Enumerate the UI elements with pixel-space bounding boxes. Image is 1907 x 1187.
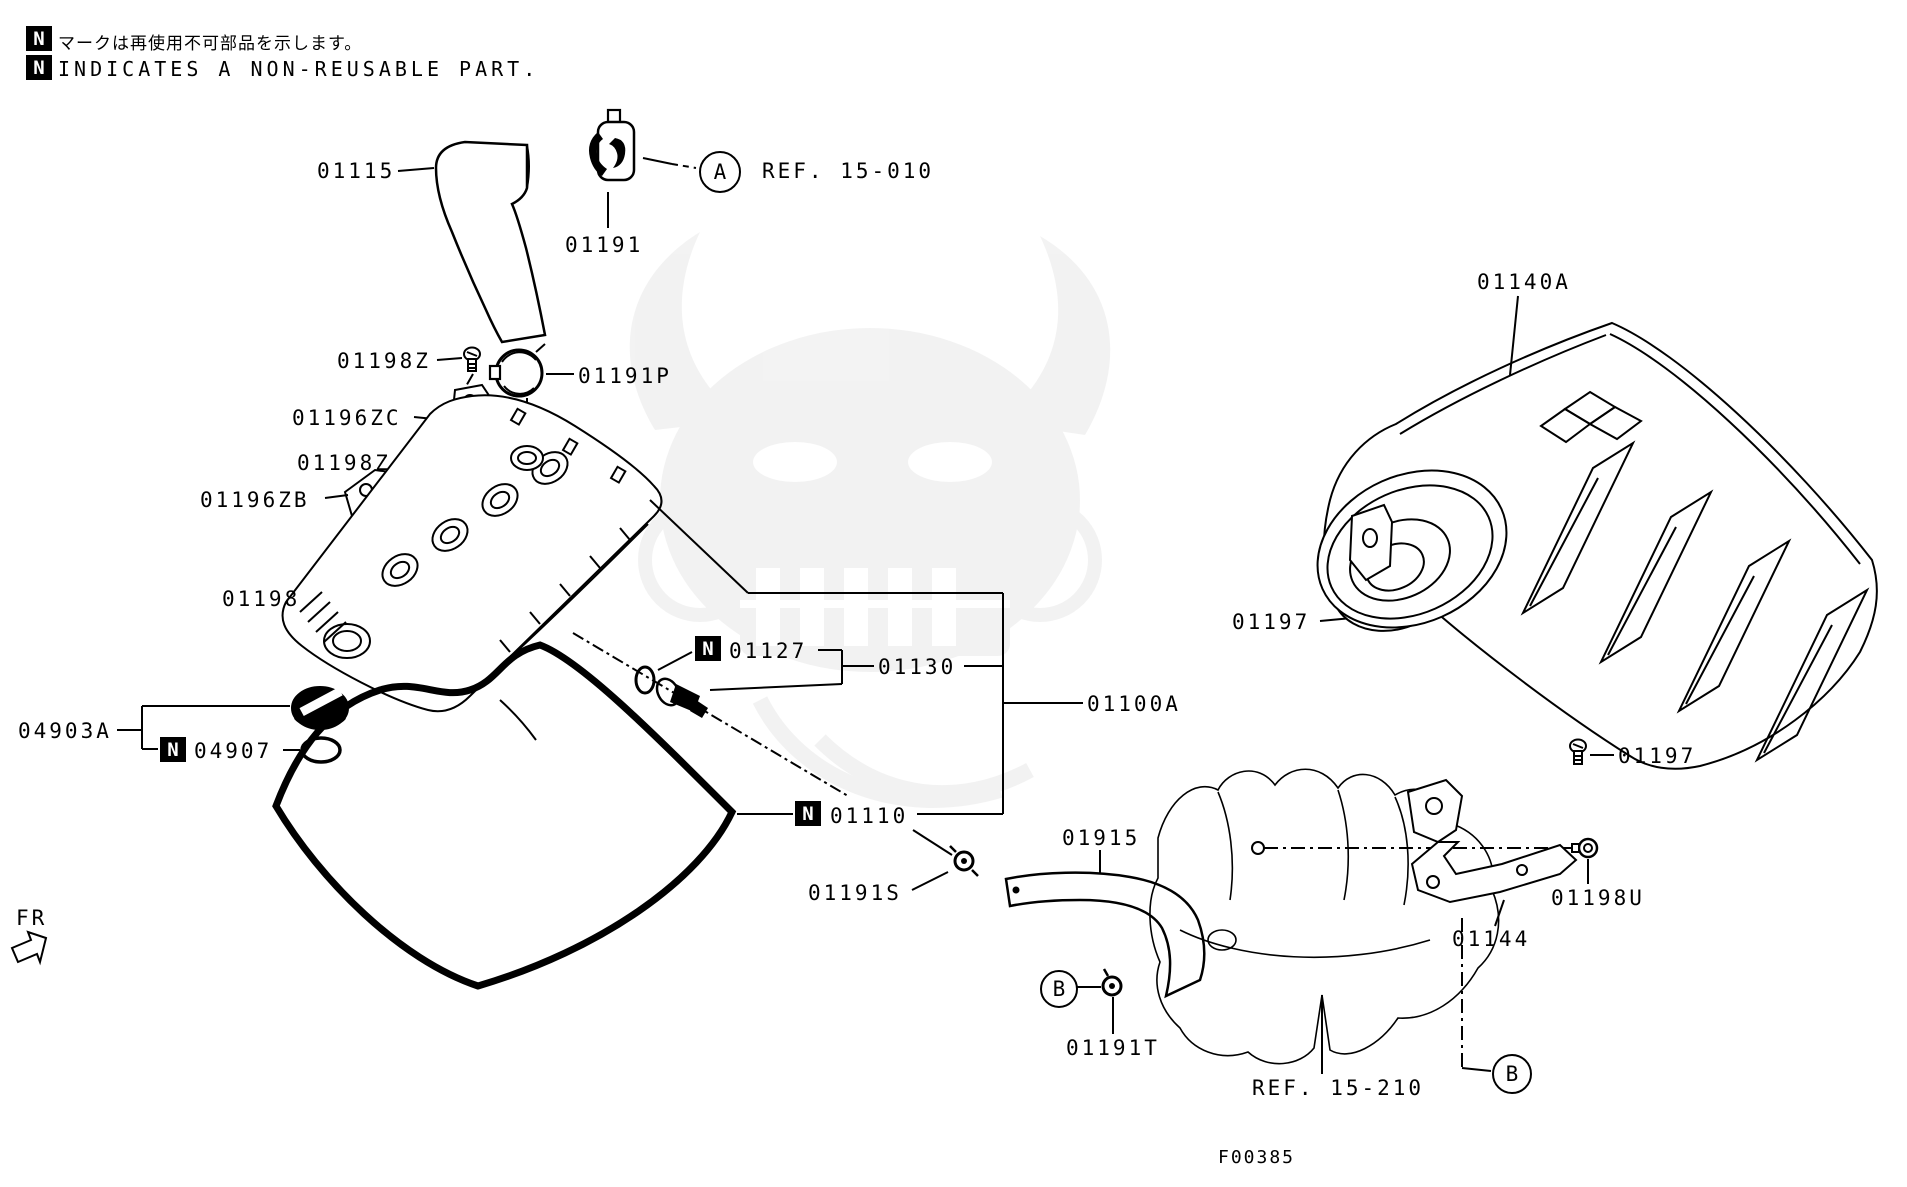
- part-label-01191S: 01191S: [808, 881, 902, 905]
- part-label-01198Z-mid: 01198Z: [297, 451, 391, 475]
- ref-a-badge: A: [699, 151, 741, 193]
- note-japanese: マークは再使用不可部品を示します。: [58, 34, 363, 54]
- part-label-01191P: 01191P: [578, 364, 672, 388]
- part-label-01115: 01115: [317, 159, 396, 183]
- ref-label-15-010: REF. 15-010: [762, 159, 935, 183]
- bolt-01197-right: [1569, 738, 1587, 765]
- part-label-01191: 01191: [565, 233, 644, 257]
- part-label-04903A: 04903A: [18, 719, 112, 743]
- ref-label-15-210: REF. 15-210: [1252, 1076, 1425, 1100]
- front-direction-arrow-icon: [10, 930, 48, 966]
- n-badge-01110: N: [795, 801, 821, 826]
- intake-manifold: [1149, 768, 1500, 1065]
- part-label-01100A: 01100A: [1087, 692, 1181, 716]
- ref-b-badge-right: B: [1492, 1054, 1532, 1094]
- hose-01115: [434, 140, 547, 344]
- clip-01191: [589, 108, 636, 182]
- part-label-01130: 01130: [878, 655, 957, 679]
- rocker-cover: [281, 394, 663, 713]
- clamp-01191P: [488, 343, 546, 398]
- bolt-01198Z-top: [463, 346, 481, 372]
- part-label-01191T: 01191T: [1066, 1036, 1160, 1060]
- n-badge-04907: N: [160, 737, 186, 762]
- part-label-04907: 04907: [194, 739, 273, 763]
- gasket-01110: [272, 641, 737, 990]
- figure-code: F00385: [1218, 1147, 1296, 1168]
- part-label-01198Z-top: 01198Z: [337, 349, 431, 373]
- note-english: INDICATES A NON-REUSABLE PART.: [58, 57, 540, 81]
- part-label-01140A: 01140A: [1477, 270, 1571, 294]
- part-label-01198: 01198: [222, 587, 301, 611]
- mitsubishi-logo-icon: [1539, 390, 1643, 444]
- bolt-01198U: [1571, 837, 1599, 859]
- hose-01915: [1004, 871, 1206, 999]
- clip-01191T: [1101, 968, 1123, 997]
- n-badge-note2: N: [26, 55, 52, 80]
- part-label-01196ZB: 01196ZB: [200, 488, 310, 512]
- engine-cover-01140A: [1316, 321, 1878, 770]
- clip-01191S: [949, 845, 979, 877]
- watermark-logo: [629, 232, 1111, 808]
- part-label-01198U: 01198U: [1551, 886, 1645, 910]
- part-label-01197-right: 01197: [1618, 744, 1697, 768]
- part-label-01197-left: 01197: [1232, 610, 1311, 634]
- part-label-01196ZC: 01196ZC: [292, 406, 402, 430]
- n-badge-note1: N: [26, 26, 52, 51]
- ref-b-badge-left: B: [1040, 970, 1078, 1008]
- bracket-01144: [1406, 778, 1578, 904]
- front-direction-label: FR: [16, 906, 48, 930]
- part-label-01110: 01110: [830, 804, 909, 828]
- n-badge-01127: N: [695, 636, 721, 661]
- part-label-01915: 01915: [1062, 826, 1141, 850]
- part-label-01144: 01144: [1452, 927, 1531, 951]
- part-label-01127: 01127: [729, 639, 808, 663]
